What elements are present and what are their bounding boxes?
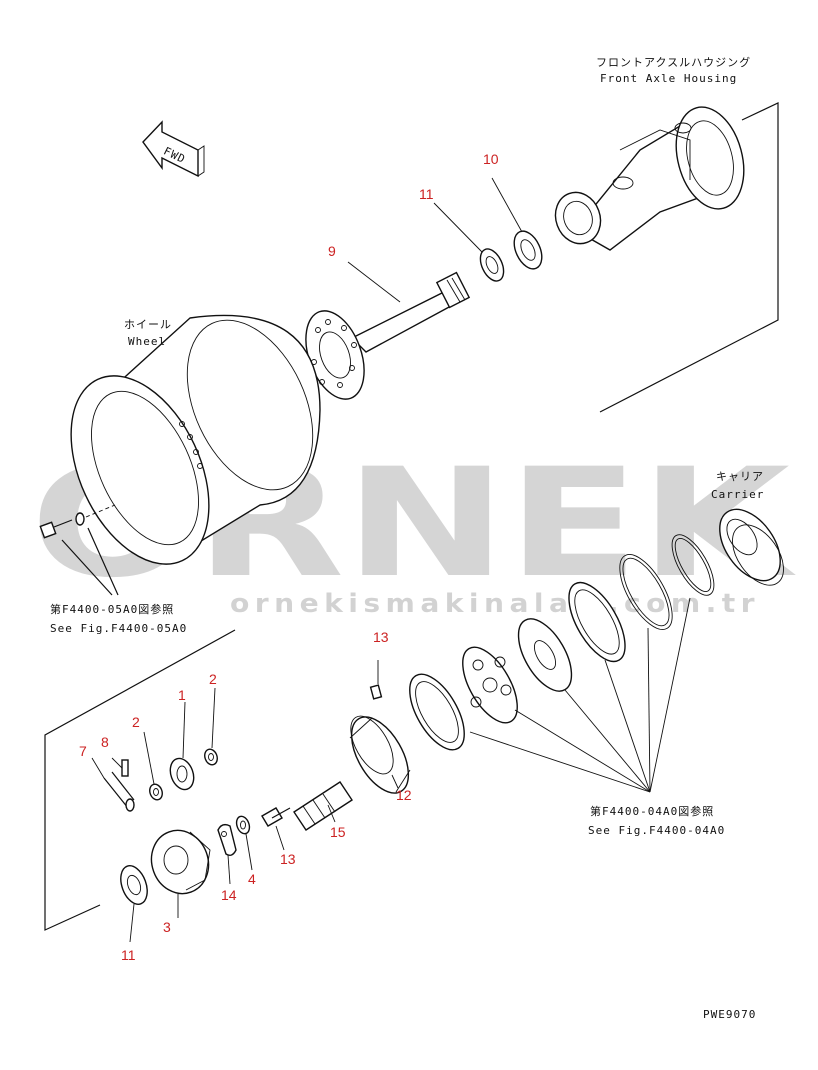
see-fig-05a0-jp: 第F4400-05A0図参照 (50, 602, 174, 616)
part-7-axle-shaft (305, 271, 471, 400)
fig-04a0-leader-lines (469, 597, 691, 793)
part-number-4: 4 (248, 871, 256, 887)
wheel-en-label: Wheel (128, 335, 166, 348)
fwd-arrow: FWD (142, 120, 205, 178)
part-number-5: 7 (79, 743, 87, 759)
part-6-stud (121, 759, 129, 777)
part-leader-lines (91, 177, 523, 943)
part-2-nut-lower (149, 783, 163, 801)
fig-04a0-parts (409, 534, 715, 751)
part-number-3: 3 (163, 919, 171, 935)
wheel-bolt (39, 504, 119, 596)
part-12-pin (369, 660, 383, 700)
see-fig-05a0-en: See Fig.F4400-05A0 (50, 622, 187, 635)
part-number-8: 10 (483, 151, 499, 167)
part-number-2-lower: 2 (132, 714, 140, 730)
front-axle-housing (554, 106, 745, 251)
part-15-shaft (293, 781, 353, 831)
carrier-jp-label: キャリア (716, 470, 764, 483)
front-axle-housing-en-label: Front Axle Housing (600, 72, 737, 85)
part-number-14: 14 (221, 887, 237, 903)
wheel (70, 314, 321, 565)
part-number-12: 13 (373, 629, 389, 645)
part-8-bearing (513, 230, 543, 270)
part-9-seal (479, 248, 505, 282)
part-1-gear (169, 757, 195, 791)
carrier (719, 508, 784, 586)
part-number-11: 12 (396, 787, 412, 803)
wheel-jp-label: ホイール (124, 318, 172, 331)
part-11-ring-gear (349, 715, 411, 794)
part-5-pin (103, 771, 135, 812)
part-number-7: 9 (328, 243, 336, 259)
part-4-washer (235, 815, 251, 835)
part-number-10: 11 (121, 947, 136, 963)
part-13-bolt (261, 807, 291, 827)
left-frame-line (44, 629, 236, 931)
see-fig-04a0-en: See Fig.F4400-04A0 (588, 824, 725, 837)
housing-frame-line (599, 102, 779, 413)
see-fig-04a0-jp: 第F4400-04A0図参照 (590, 804, 714, 818)
part-10-bearing (120, 865, 148, 905)
part-14-lock-plate (217, 823, 237, 857)
part-2-nut-upper (204, 748, 218, 766)
front-axle-housing-jp-label: フロントアクスルハウジング (596, 55, 751, 69)
frame-lines (44, 102, 779, 931)
part-number-13: 13 (280, 851, 296, 867)
part-number-15: 15 (330, 824, 346, 840)
part-number-2-upper: 2 (209, 671, 217, 687)
part-number-9: 11 (419, 186, 434, 202)
part-number-6: 8 (101, 734, 109, 750)
part-3-carrier-hub (150, 829, 211, 895)
watermark-url: ornekismakinalari.com.tr (230, 589, 760, 619)
drawing-code: PWE9070 (703, 1008, 756, 1021)
part-number-1: 1 (178, 687, 186, 703)
carrier-en-label: Carrier (711, 488, 764, 501)
